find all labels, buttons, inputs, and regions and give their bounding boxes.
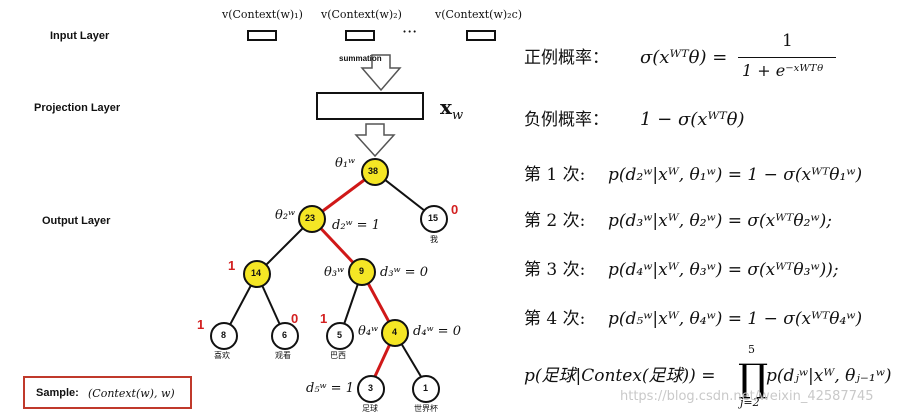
node-14 <box>243 260 271 288</box>
input-vector-box-1 <box>247 30 277 41</box>
node-5-label: 5 <box>337 330 343 340</box>
input-vector-label-2: v(Context(w)₂) <box>321 8 402 21</box>
positive-prob-numerator: 1 <box>782 31 793 51</box>
positive-prob-lhs: σ(xᵂᵀθ) = <box>640 47 728 68</box>
node-1-label: 1 <box>423 383 429 393</box>
node-23-label: 23 <box>305 213 316 223</box>
output-arrow-icon <box>354 123 396 158</box>
input-vector-label-3: v(Context(w)₂c) <box>435 8 523 21</box>
node-38-label: 38 <box>368 166 379 176</box>
node-15-label: 15 <box>428 213 439 223</box>
projection-layer-label: Projection Layer <box>34 102 121 114</box>
step-2-expr: p(d₃ʷ|xᵂ, θ₂ʷ) = σ(xᵂᵀθ₂ʷ); <box>608 211 832 231</box>
step-3-expr: p(d₄ʷ|xᵂ, θ₃ʷ) = σ(xᵂᵀθ₃ʷ)); <box>608 260 839 280</box>
sample-box <box>23 376 192 409</box>
theta-3-label: θ₃ʷ <box>324 265 345 280</box>
negative-prob-prefix: 负例概率： <box>524 110 609 130</box>
node-38 <box>361 158 389 186</box>
leaf-word-zuqiu: 足球 <box>362 404 378 413</box>
branch-code-6: 0 <box>291 311 299 326</box>
node-15 <box>420 205 448 233</box>
leaf-word-baxi: 巴西 <box>330 351 346 360</box>
leaf-word-xihuan: 喜欢 <box>214 351 230 360</box>
step-1-expr: p(d₂ʷ|xᵂ, θ₁ʷ) = 1 − σ(xᵂᵀθ₁ʷ) <box>608 165 863 185</box>
node-9 <box>348 258 376 286</box>
node-4 <box>381 319 409 347</box>
input-vector-box-2 <box>345 30 375 41</box>
positive-prob-denominator: 1 + e⁻ˣᵂᵀᶿ <box>742 61 824 80</box>
sample-value: (Context(w), w) <box>88 387 175 400</box>
step-4-expr: p(d₅ʷ|xᵂ, θ₄ʷ) = 1 − σ(xᵂᵀθ₄ʷ) <box>608 309 863 329</box>
input-layer-label: Input Layer <box>50 30 110 42</box>
sample-label: Sample: <box>36 387 79 399</box>
node-5 <box>326 322 354 350</box>
product-lower-limit: j=2 <box>740 396 760 409</box>
summation-label: summation <box>339 54 382 63</box>
branch-code-5: 1 <box>320 311 328 326</box>
node-3 <box>357 375 385 403</box>
theta-2-label: θ₂ʷ <box>275 208 296 223</box>
product-lhs: p(足球|Contex(足球)) = <box>524 366 716 386</box>
node-6 <box>271 322 299 350</box>
summation-arrow-icon <box>360 54 402 92</box>
d3-label: d₃ʷ = 0 <box>380 265 428 280</box>
theta-1-label: θ₁ʷ <box>335 156 356 171</box>
node-23 <box>298 205 326 233</box>
d2-label: d₂ʷ = 1 <box>332 218 380 233</box>
step-3-prefix: 第 3 次: <box>524 260 586 280</box>
product-rhs: p(dⱼʷ|xᵂ, θⱼ₋₁ʷ) <box>766 366 892 386</box>
branch-code-15: 0 <box>451 202 459 217</box>
ellipsis: ··· <box>402 22 418 41</box>
node-14-label: 14 <box>251 268 262 278</box>
watermark: https://blog.csdn.net/weixin_42587745 <box>620 389 874 404</box>
branch-code-8: 1 <box>197 317 205 332</box>
output-layer-label: Output Layer <box>42 215 111 227</box>
leaf-word-wo: 我 <box>430 235 438 244</box>
projection-box <box>316 92 424 120</box>
node-1 <box>412 375 440 403</box>
product-upper-limit: 5 <box>748 343 755 356</box>
branch-code-14: 1 <box>228 258 236 273</box>
leaf-word-guankan: 观看 <box>275 351 291 360</box>
node-9-label: 9 <box>359 266 365 276</box>
negative-prob-expr: 1 − σ(xᵂᵀθ) <box>640 109 745 130</box>
node-4-label: 4 <box>392 327 398 337</box>
projection-symbol: xw <box>440 95 464 123</box>
product-symbol: ∏ <box>738 356 768 400</box>
step-2-prefix: 第 2 次: <box>524 211 586 231</box>
fraction-bar <box>738 57 836 58</box>
node-8 <box>210 322 238 350</box>
node-6-label: 6 <box>282 330 288 340</box>
leaf-word-shijiebei: 世界杯 <box>414 404 438 413</box>
d5-label: d₅ʷ = 1 <box>306 381 354 396</box>
d4-label: d₄ʷ = 0 <box>413 324 461 339</box>
node-3-label: 3 <box>368 383 374 393</box>
node-8-label: 8 <box>221 330 227 340</box>
input-vector-label-1: v(Context(w)₁) <box>222 8 303 21</box>
step-1-prefix: 第 1 次: <box>524 165 586 185</box>
input-vector-box-3 <box>466 30 496 41</box>
theta-4-label: θ₄ʷ <box>358 324 379 339</box>
step-4-prefix: 第 4 次: <box>524 309 586 329</box>
positive-prob-prefix: 正例概率： <box>524 48 609 68</box>
